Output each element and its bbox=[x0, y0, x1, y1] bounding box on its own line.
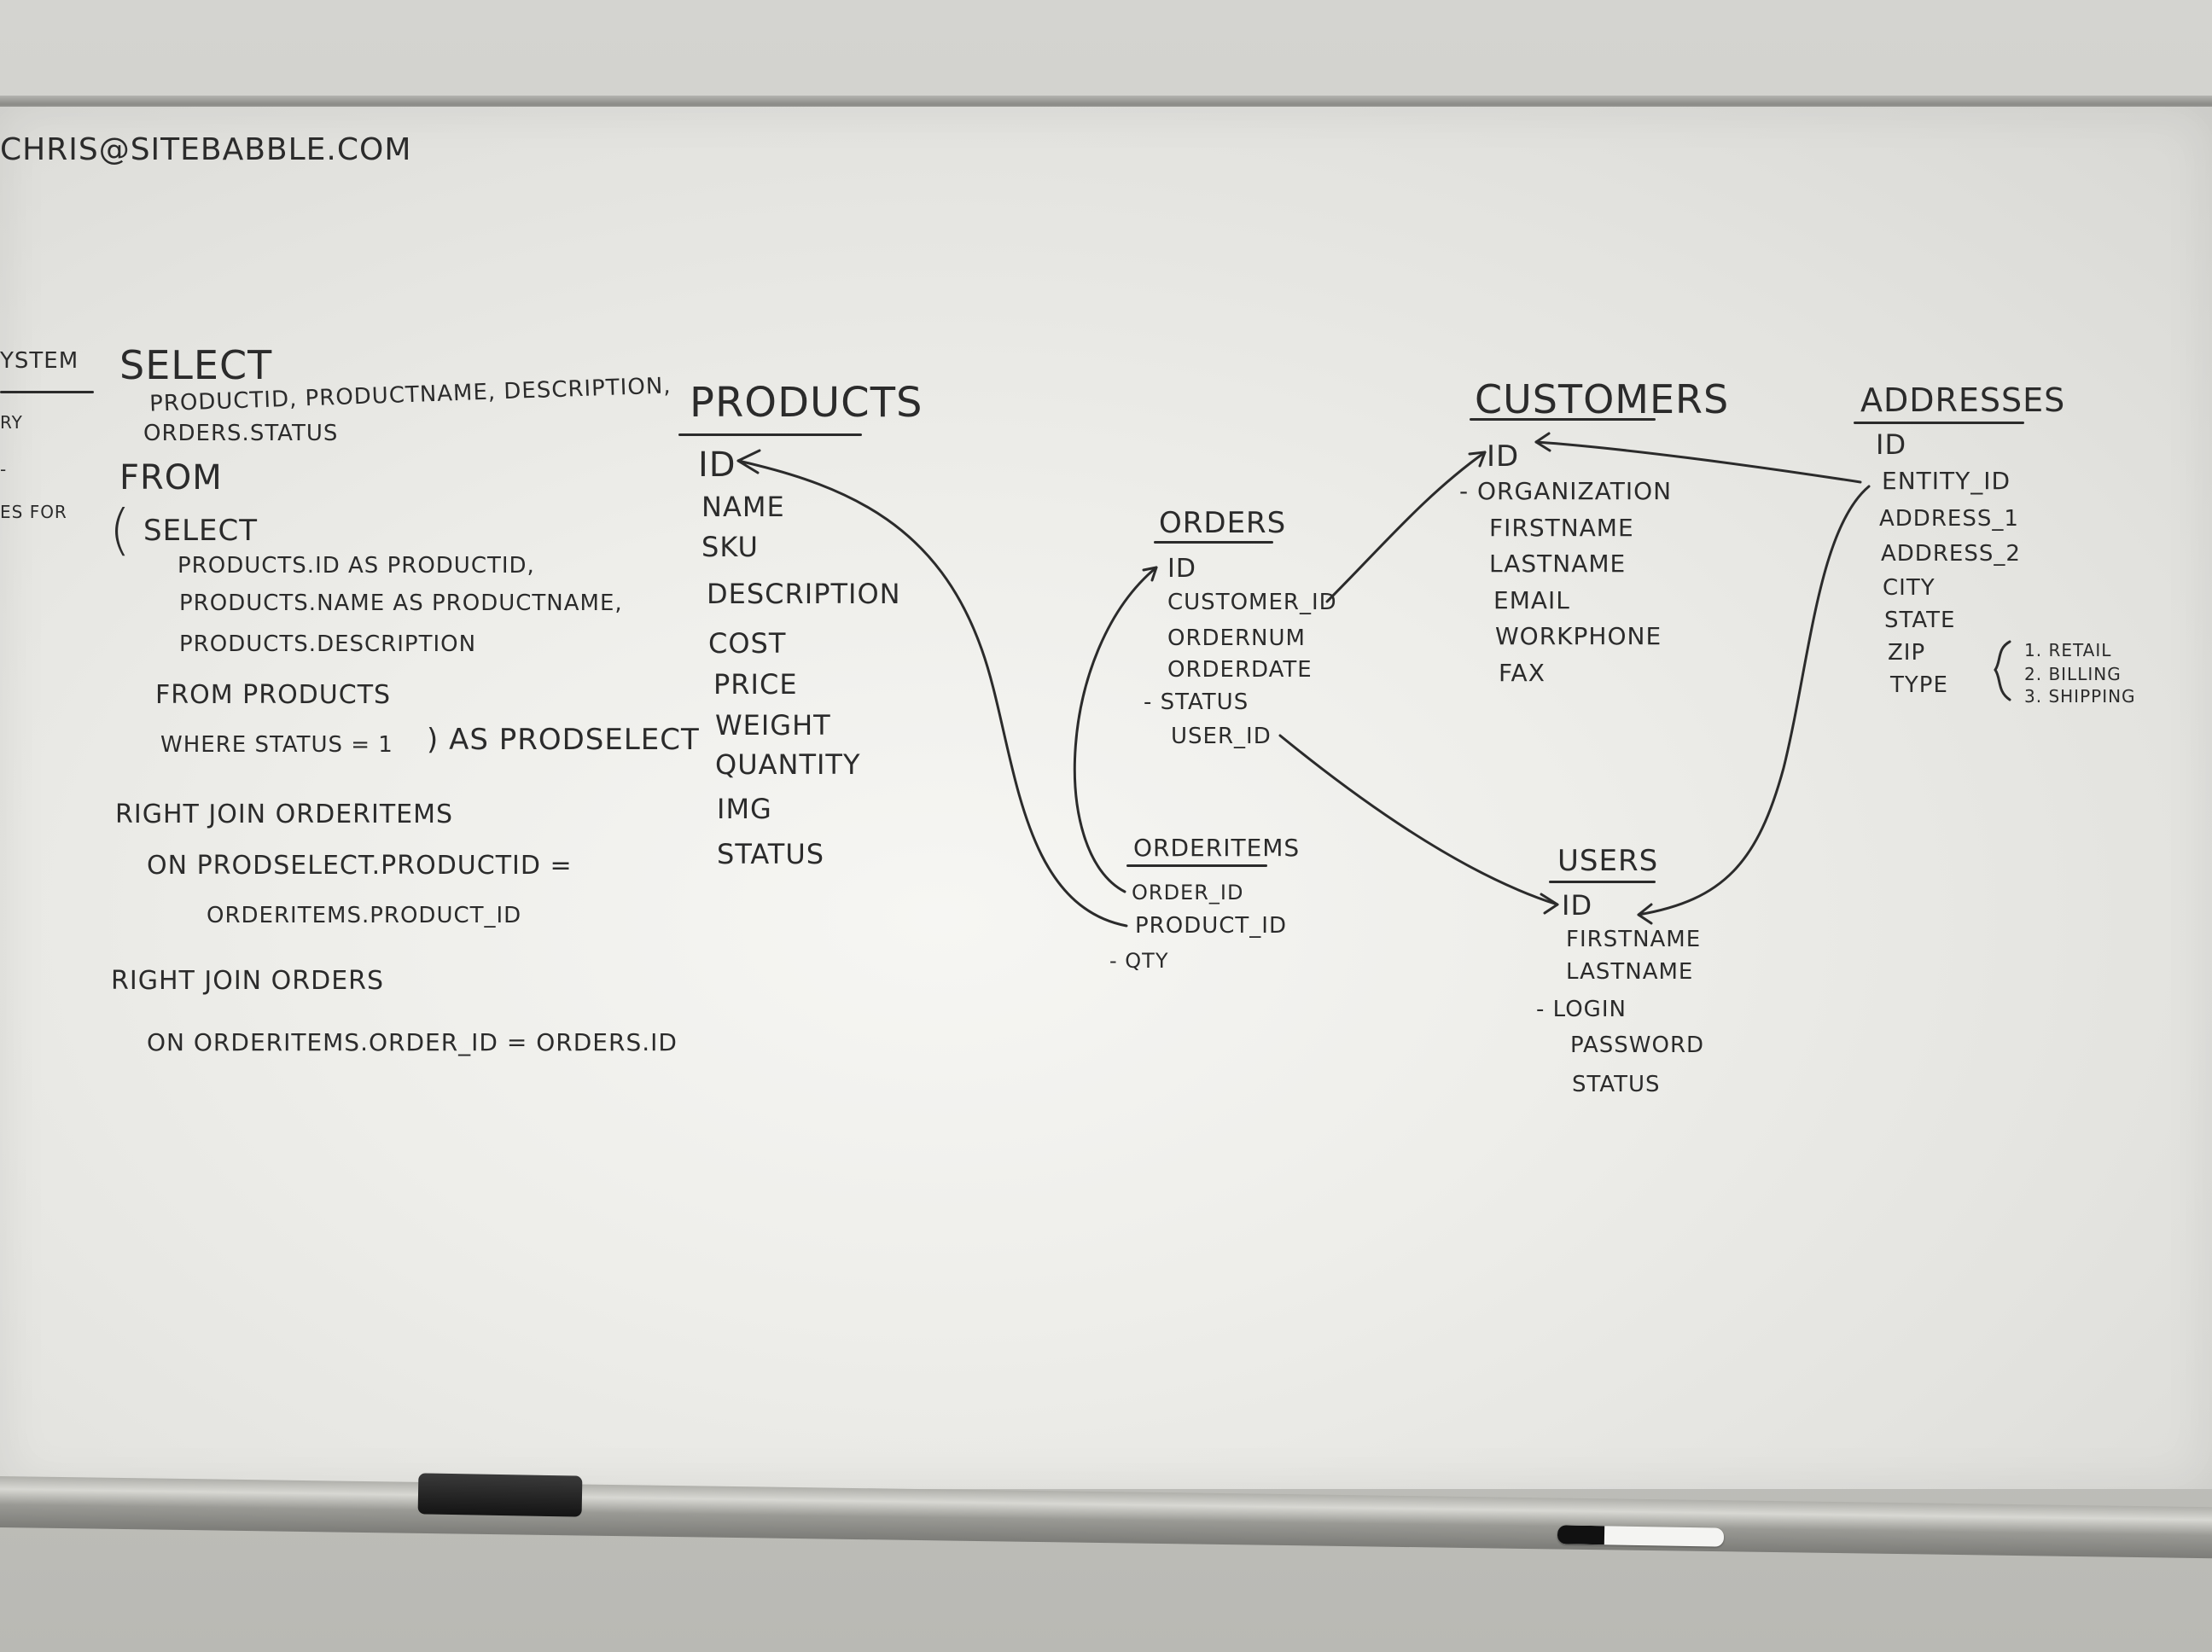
marker-cap bbox=[1557, 1525, 1605, 1545]
fragment-dash: - bbox=[0, 459, 8, 480]
arrow-orderitems-order-to-orders-id bbox=[1073, 566, 1158, 893]
arrow-head-products-id bbox=[736, 449, 761, 474]
sql-join-2-on: ON ORDERITEMS.ORDER_ID = ORDERS.ID bbox=[147, 1028, 678, 1056]
table-title-underline bbox=[1549, 881, 1656, 883]
arrow-orderitems-product-to-products-id bbox=[736, 459, 1128, 928]
table-title-customers: CUSTOMERS bbox=[1475, 376, 1730, 422]
whiteboard bbox=[0, 107, 2212, 1489]
arrow-head-customers-id bbox=[1468, 451, 1487, 468]
field-products-quantity: QUANTITY bbox=[715, 748, 861, 781]
field-customers-organization: - ORGANIZATION bbox=[1459, 477, 1673, 505]
sql-join-2: RIGHT JOIN ORDERS bbox=[111, 966, 385, 996]
field-products-sku: SKU bbox=[701, 531, 759, 563]
table-title-underline bbox=[678, 433, 862, 436]
field-orders-ordernum: ORDERNUM bbox=[1167, 625, 1306, 651]
field-orderitems-qty: - QTY bbox=[1109, 949, 1169, 973]
field-addresses-city: CITY bbox=[1883, 575, 1936, 601]
table-title-underline bbox=[1470, 418, 1656, 421]
sql-sub-field-2: PRODUCTS.NAME AS PRODUCTNAME, bbox=[179, 590, 623, 616]
arrow-orders-user-to-users-id bbox=[1278, 734, 1559, 906]
table-title-addresses: ADDRESSES bbox=[1860, 381, 2066, 419]
field-customers-fax: FAX bbox=[1499, 659, 1545, 687]
email-address: CHRIS@SITEBABBLE.COM bbox=[0, 132, 412, 167]
field-users-status: STATUS bbox=[1572, 1072, 1661, 1097]
table-title-orderitems: ORDERITEMS bbox=[1133, 834, 1301, 862]
sql-join-1-on: ON PRODSELECT.PRODUCTID = bbox=[147, 851, 573, 881]
sql-from: FROM bbox=[119, 458, 223, 497]
sql-sub-field-3: PRODUCTS.DESCRIPTION bbox=[179, 631, 477, 657]
arrow-addresses-entity-to-users-id bbox=[1637, 485, 1871, 916]
sql-sub-from: FROM PRODUCTS bbox=[155, 680, 392, 710]
fragment-underline bbox=[0, 391, 94, 393]
field-orderitems-product-id: PRODUCT_ID bbox=[1135, 913, 1287, 939]
arrow-head-orders-id bbox=[1142, 566, 1158, 582]
field-products-name: NAME bbox=[701, 491, 785, 523]
sql-join-1-on-2: ORDERITEMS.PRODUCT_ID bbox=[207, 903, 522, 928]
whiteboard-eraser[interactable] bbox=[417, 1473, 583, 1517]
field-customers-lastname: LASTNAME bbox=[1489, 550, 1627, 578]
table-title-orders: ORDERS bbox=[1159, 506, 1287, 540]
arrow-head-users-id-2 bbox=[1637, 903, 1653, 925]
field-products-price: PRICE bbox=[713, 668, 798, 701]
field-orders-id: ID bbox=[1167, 554, 1196, 584]
field-addresses-zip: ZIP bbox=[1888, 640, 1926, 666]
sql-join-1: RIGHT JOIN ORDERITEMS bbox=[115, 800, 454, 829]
field-products-weight: WEIGHT bbox=[715, 709, 831, 742]
arrow-addresses-entity-to-customers-id bbox=[1534, 440, 1862, 484]
table-title-underline bbox=[1854, 422, 2024, 424]
fragment-es-for: ES FOR bbox=[0, 502, 67, 522]
field-orderitems-order-id: ORDER_ID bbox=[1132, 881, 1244, 905]
field-addresses-id: ID bbox=[1876, 428, 1907, 461]
type-value-shipping: 3. SHIPPING bbox=[2024, 686, 2136, 707]
field-products-status: STATUS bbox=[717, 838, 825, 870]
field-addresses-address-2: ADDRESS_2 bbox=[1881, 541, 2021, 567]
field-products-cost: COST bbox=[708, 627, 787, 660]
field-users-lastname: LASTNAME bbox=[1566, 959, 1694, 985]
field-users-password: PASSWORD bbox=[1570, 1032, 1705, 1058]
arrow-orders-customer-to-customers-id bbox=[1325, 451, 1487, 603]
field-products-id: ID bbox=[698, 445, 736, 485]
type-brace bbox=[1994, 640, 2011, 701]
field-customers-id: ID bbox=[1487, 439, 1520, 474]
field-addresses-type: TYPE bbox=[1890, 672, 1948, 698]
fragment-ry: RY bbox=[0, 412, 23, 433]
field-products-img: IMG bbox=[717, 793, 772, 825]
field-orders-customer-id: CUSTOMER_ID bbox=[1167, 590, 1337, 615]
table-title-users: USERS bbox=[1557, 844, 1659, 878]
field-customers-workphone: WORKPHONE bbox=[1495, 622, 1662, 650]
sql-select: SELECT bbox=[119, 342, 273, 388]
field-users-firstname: FIRSTNAME bbox=[1566, 927, 1702, 952]
field-products-description: DESCRIPTION bbox=[707, 578, 901, 610]
arrow-head-customers-id-2 bbox=[1534, 432, 1551, 452]
field-customers-firstname: FIRSTNAME bbox=[1489, 514, 1634, 542]
field-orders-user-id: USER_ID bbox=[1171, 724, 1272, 749]
table-title-underline bbox=[1154, 541, 1273, 544]
whiteboard-marker[interactable] bbox=[1557, 1525, 1725, 1547]
type-value-billing: 2. BILLING bbox=[2024, 664, 2122, 684]
table-title-products: PRODUCTS bbox=[690, 379, 923, 427]
sql-close-alias: ) AS PRODSELECT bbox=[427, 723, 700, 757]
field-addresses-address-1: ADDRESS_1 bbox=[1879, 506, 2019, 532]
sql-open-paren: ( bbox=[109, 499, 131, 562]
table-title-underline bbox=[1126, 864, 1267, 867]
type-value-retail: 1. RETAIL bbox=[2024, 640, 2112, 660]
field-orders-status: - STATUS bbox=[1144, 689, 1249, 715]
field-addresses-state: STATE bbox=[1884, 608, 1956, 633]
sql-sub-field-1: PRODUCTS.ID AS PRODUCTID, bbox=[178, 553, 535, 579]
field-customers-email: EMAIL bbox=[1493, 586, 1570, 614]
arrow-head-users-id bbox=[1540, 893, 1559, 915]
sql-select-fields-2: ORDERS.STATUS bbox=[143, 421, 339, 446]
field-users-id: ID bbox=[1562, 889, 1593, 922]
field-addresses-entity-id: ENTITY_ID bbox=[1882, 467, 2011, 495]
field-orders-orderdate: ORDERDATE bbox=[1167, 657, 1313, 683]
sql-sub-where: WHERE STATUS = 1 bbox=[160, 732, 393, 758]
fragment-system: YSTEM bbox=[0, 348, 79, 374]
field-users-login: - LOGIN bbox=[1536, 997, 1627, 1022]
sql-sub-select: SELECT bbox=[143, 514, 258, 548]
